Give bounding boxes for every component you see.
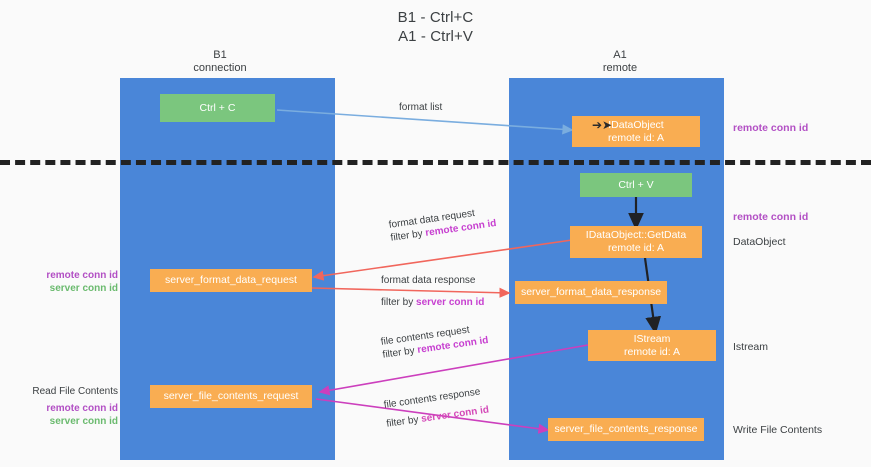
section-divider [0,160,871,165]
node-server-file-contents-request[interactable]: server_file_contents_request [150,385,312,408]
mouse-cursor-icon: ➔➤ [592,118,613,132]
edge-label-format-data-response: format data response filter by server co… [381,274,484,309]
node-server-file-contents-request-label: server_file_contents_request [163,390,299,402]
node-server-file-contents-response[interactable]: server_file_contents_response [548,418,704,441]
node-server-file-contents-response-label: server_file_contents_response [554,423,698,435]
left-note-conn-ids-format: remote conn id server conn id [22,269,118,295]
node-server-format-data-request-label: server_format_data_request [165,274,297,286]
node-idataobject[interactable]: IDataObject remote id: A [572,116,700,147]
right-note-remote-conn-id-mid: remote conn id [733,211,809,223]
column-header-a1: A1 remote [530,49,710,75]
node-server-format-data-response[interactable]: server_format_data_response [515,281,667,304]
edge-label-file-contents-response: file contents response filter by server … [383,385,490,431]
left-note-read-file-contents: Read File Contents [32,386,118,397]
column-header-b1-name: B1 [213,49,227,61]
node-istream-line-2: remote id: A [623,345,681,358]
node-idataobject-line-2: remote id: A [607,131,665,144]
node-istream-line-1: IStream [633,332,671,345]
node-ctrl-c[interactable]: Ctrl + C [160,94,275,122]
column-header-a1-name: A1 [613,49,627,61]
diagram-title: B1 - Ctrl+C A1 - Ctrl+V [0,8,871,46]
left-note-server-conn-id-2: server conn id [49,416,118,427]
edge-label-file-contents-response-filter-token: server conn id [420,404,490,425]
left-note-remote-conn-id-2: remote conn id [46,403,118,414]
left-note-conn-ids-file: remote conn id server conn id [22,402,118,428]
right-note-istream: Istream [733,341,769,353]
edge-label-format-data-request-filter-prefix: filter by [389,227,427,244]
right-note-dataobject: DataObject [733,236,786,248]
edge-label-format-data-response-filter-prefix: filter by [381,297,417,308]
edge-label-file-contents-request-filter-prefix: filter by [381,344,419,361]
title-line-2: A1 - Ctrl+V [398,28,473,45]
edge-label-format-list: format list [399,102,443,113]
node-idataobject-line-1: IDataObject [608,118,664,131]
edge-label-format-data-response-filter-token: server conn id [416,297,485,308]
column-header-b1: B1 connection [130,49,310,75]
node-ctrl-v[interactable]: Ctrl + V [580,173,692,197]
right-note-remote-conn-id-top: remote conn id [733,122,809,134]
right-note-write-file-contents: Write File Contents [733,424,823,436]
node-ctrl-v-label: Ctrl + V [618,178,654,191]
edge-label-file-contents-request: file contents request filter by remote c… [380,321,489,362]
node-getdata-line-1: IDataObject::GetData [585,229,687,241]
node-server-format-data-response-label: server_format_data_response [520,286,662,298]
edge-label-format-data-request: format data request filter by remote con… [388,204,497,245]
node-istream[interactable]: IStream remote id: A [588,330,716,361]
left-note-remote-conn-id-1: remote conn id [46,270,118,281]
node-ctrl-c-label: Ctrl + C [199,101,236,114]
title-line-1: B1 - Ctrl+C [397,9,474,26]
node-server-format-data-request[interactable]: server_format_data_request [150,269,312,292]
left-note-server-conn-id-1: server conn id [49,283,118,294]
column-header-a1-subtitle: remote [602,62,638,74]
edge-label-format-data-response-main: format data response [381,275,476,286]
node-getdata-line-2: remote id: A [607,242,665,254]
edge-label-file-contents-response-filter-prefix: filter by [385,413,422,430]
edge-label-format-data-response-filter: filter by server conn id [381,296,484,309]
node-getdata[interactable]: IDataObject::GetData remote id: A [570,226,702,258]
column-header-b1-subtitle: connection [193,62,247,74]
